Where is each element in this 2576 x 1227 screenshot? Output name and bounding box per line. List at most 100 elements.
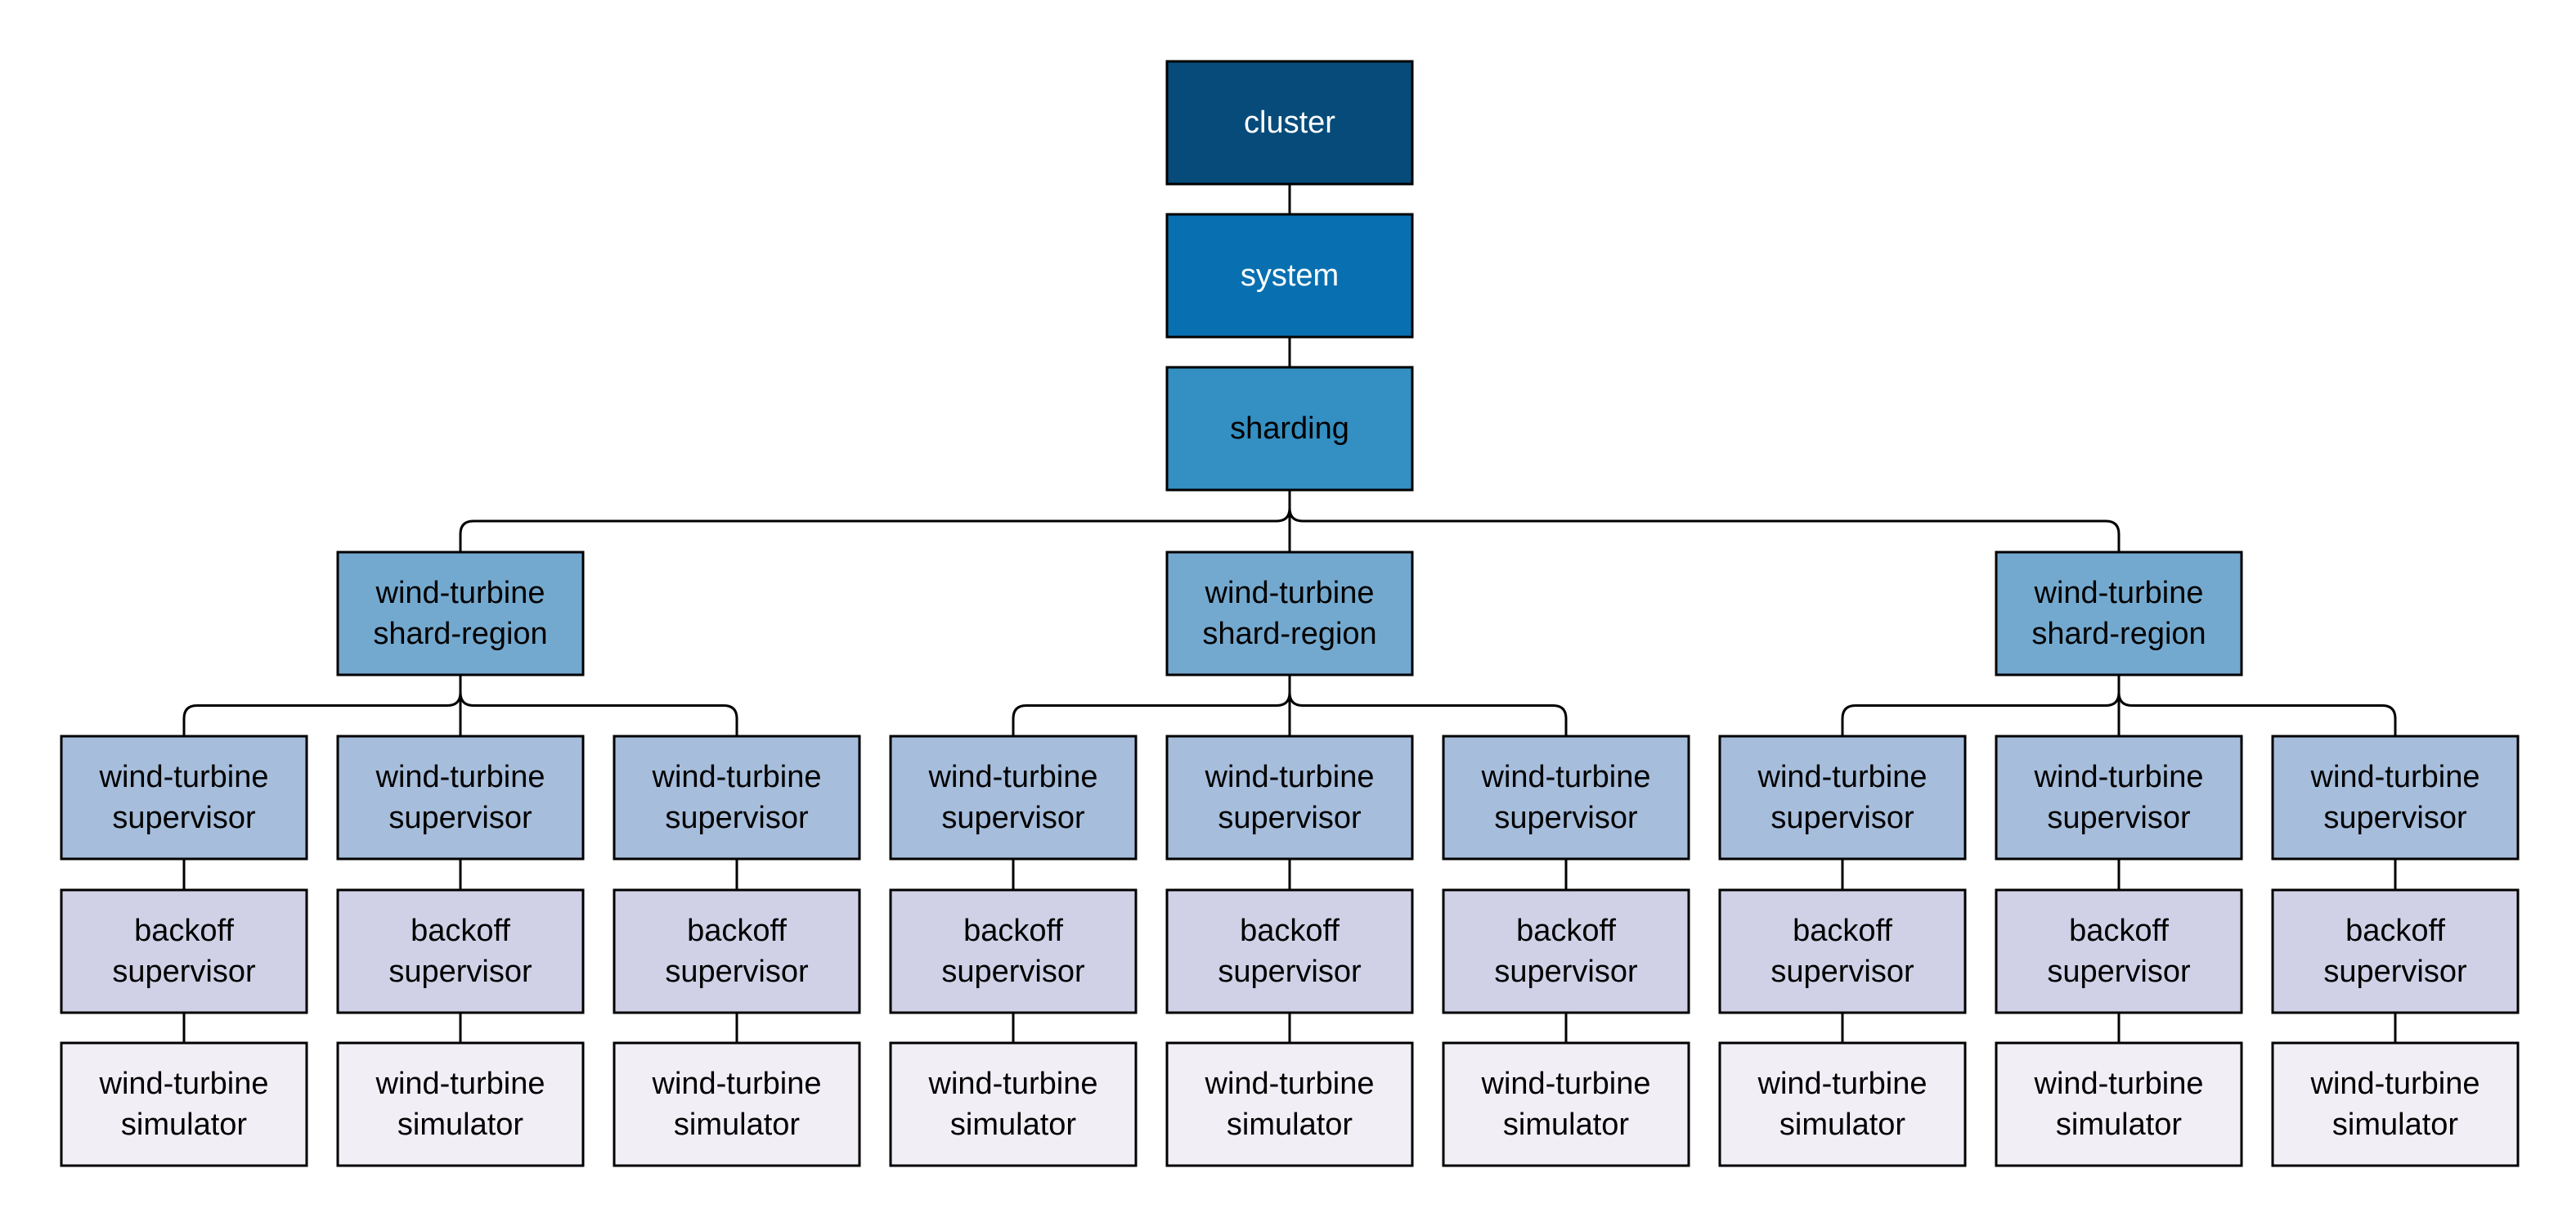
node-box [1995,735,2243,861]
node-box [1442,735,1690,861]
node-label: wind-turbine [1205,1067,1375,1101]
node-label: wind-turbine [99,760,269,794]
node-box [1165,735,1414,861]
system-node: system [1165,213,1414,339]
node-box [613,888,861,1014]
node-box [60,1041,308,1167]
node-label: wind-turbine [2034,1067,2204,1101]
node-label: wind-turbine [928,1067,1098,1101]
node-label: supervisor [112,955,256,989]
node-label: wind-turbine [99,1067,269,1101]
node-label: supervisor [1218,955,1362,989]
sharding-node: sharding [1165,366,1414,492]
node-box [60,888,308,1014]
node-label: supervisor [1770,801,1914,835]
node-label: backoff [1240,914,1340,948]
node-label: wind-turbine [2310,1067,2480,1101]
node-label: wind-turbine [1757,1067,1928,1101]
node-box [1165,1041,1414,1167]
node-label: supervisor [112,801,256,835]
node-label: simulator [1227,1108,1353,1142]
node-box [1165,213,1414,339]
backoff-supervisor-node: backoff supervisor [1165,888,1414,1014]
simulator-node: wind-turbine simulator [1718,1041,1967,1167]
node-label: cluster [1244,106,1335,140]
node-label: supervisor [1494,801,1638,835]
backoff-supervisor-node: backoff supervisor [2271,888,2520,1014]
node-label: supervisor [941,801,1085,835]
node-label: wind-turbine [375,576,545,610]
node-box [613,1041,861,1167]
node-box [1718,888,1967,1014]
backoff-supervisor-node: backoff supervisor [1995,888,2243,1014]
node-label: wind-turbine [928,760,1098,794]
node-label: wind-turbine [1205,576,1375,610]
node-label: supervisor [2047,801,2191,835]
node-box [60,735,308,861]
node-label: sharding [1230,411,1349,446]
node-label: supervisor [665,801,809,835]
connector [459,675,738,736]
node-box [2271,1041,2520,1167]
node-label: supervisor [665,955,809,989]
node-box [1718,735,1967,861]
node-box [2271,888,2520,1014]
node-label: wind-turbine [1205,760,1375,794]
simulator-node: wind-turbine simulator [1165,1041,1414,1167]
simulator-node: wind-turbine simulator [1995,1041,2243,1167]
node-label: supervisor [2323,955,2467,989]
node-label: backoff [1793,914,1892,948]
connectors [182,184,2397,1043]
node-box [336,735,585,861]
node-box [889,735,1138,861]
node-label: simulator [1503,1108,1629,1142]
node-label: supervisor [2047,955,2191,989]
node-label: shard-region [1202,617,1376,651]
node-label: backoff [963,914,1063,948]
node-label: shard-region [373,617,547,651]
node-label: backoff [2069,914,2169,948]
node-label: simulator [121,1108,247,1142]
node-label: supervisor [1218,801,1362,835]
node-box [1442,888,1690,1014]
connector [1288,675,1568,736]
node-label: simulator [2056,1108,2182,1142]
node-label: wind-turbine [375,760,545,794]
node-label: supervisor [388,801,532,835]
simulator-node: wind-turbine simulator [60,1041,308,1167]
node-label: simulator [397,1108,523,1142]
node-box [1165,60,1414,186]
node-box [336,1041,585,1167]
node-label: supervisor [2323,801,2467,835]
supervisor-node: wind-turbine supervisor [1165,735,1414,861]
backoff-supervisor-node: backoff supervisor [336,888,585,1014]
node-box [1995,551,2243,676]
node-label: simulator [1779,1108,1905,1142]
connector [1012,675,1291,736]
nodes: clustersystemshardingwind-turbineshard-r… [60,60,2520,1167]
node-label: supervisor [388,955,532,989]
connector [1288,490,2120,552]
node-box [1442,1041,1690,1167]
supervisor-node: wind-turbine supervisor [60,735,308,861]
node-box [1165,888,1414,1014]
node-label: backoff [134,914,234,948]
node-box [889,1041,1138,1167]
node-label: backoff [411,914,510,948]
node-box [1995,888,2243,1014]
supervisor-node: wind-turbine supervisor [336,735,585,861]
node-label: backoff [2345,914,2445,948]
node-box [889,888,1138,1014]
node-box [1995,1041,2243,1167]
connector [1841,675,2120,736]
